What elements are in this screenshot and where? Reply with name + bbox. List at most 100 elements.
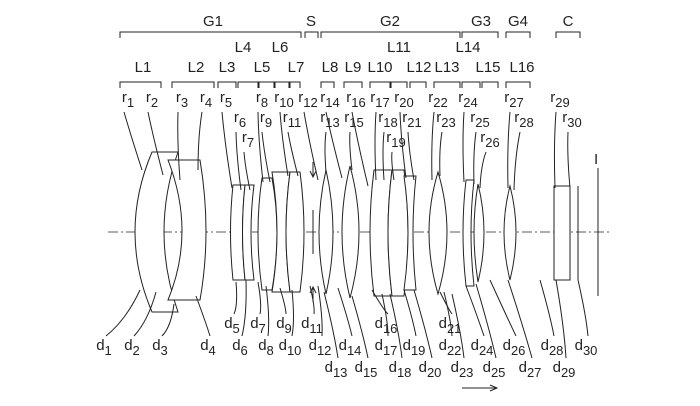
distance-leader-d28 [539, 279, 555, 337]
lens-elements [134, 151, 599, 313]
radius-leader-r8 [257, 111, 264, 183]
lens-label-l11: L11 [387, 39, 411, 56]
image-plane-label: I [594, 151, 598, 168]
distance-leader-d5 [233, 281, 238, 315]
radius-leader-r26 [479, 151, 487, 189]
radius-label-r15: r15 [344, 109, 363, 130]
lens-bracket-l7 [289, 81, 301, 88]
radius-leader-r20 [399, 111, 407, 179]
lens-bracket-l12 [409, 81, 427, 88]
distance-label-d10: d10 [279, 337, 302, 358]
radius-label-r17: r17 [370, 89, 389, 110]
distance-label-d30: d30 [575, 337, 598, 358]
distance-leader-d1 [105, 289, 141, 337]
radius-label-r5: r5 [220, 89, 232, 110]
distance-label-d16: d16 [375, 315, 398, 336]
lens-label-l8: L8 [322, 59, 339, 76]
group-label-c: C [563, 13, 574, 30]
lens-bracket-l5 [258, 81, 275, 88]
radius-label-r9: r9 [260, 109, 272, 130]
lens-label-l15: L15 [475, 59, 500, 76]
radius-leader-r11 [287, 131, 299, 177]
radius-label-r3: r3 [176, 89, 188, 110]
distance-label-d13: d13 [325, 359, 348, 380]
distance-leader-d10 [291, 289, 294, 337]
distance-leader-d11 [309, 285, 315, 315]
radius-label-r12: r12 [298, 89, 317, 110]
radius-label-r23: r23 [436, 109, 455, 130]
distance-leader-d12 [317, 285, 323, 337]
lens-bracket-l2 [171, 81, 215, 88]
radius-label-r20: r20 [394, 89, 413, 110]
movement-arrow-icon [462, 384, 499, 392]
radius-label-r11: r11 [283, 109, 302, 130]
radius-label-r28: r28 [514, 109, 533, 130]
distance-leader-d16 [371, 289, 389, 315]
distance-leader-d23 [451, 293, 465, 359]
distance-leader-d24 [465, 285, 485, 337]
distance-label-d2: d2 [124, 337, 140, 358]
radius-leader-r22 [431, 111, 435, 181]
radius-leader-r12 [303, 111, 319, 181]
radius-label-r25: r25 [470, 109, 489, 130]
lens-label-l14: L14 [455, 39, 480, 56]
radius-leader-r25 [473, 131, 477, 185]
radius-label-r4: r4 [200, 89, 212, 110]
lens-label-l4: L4 [235, 39, 252, 56]
group-bracket-s [304, 31, 319, 38]
radius-leader-r19 [391, 151, 395, 181]
distance-leader-d29 [555, 279, 567, 359]
group-bracket-c [555, 31, 581, 38]
radius-leader-r17 [374, 111, 377, 181]
lens-bracket-l9 [343, 81, 363, 88]
distance-leader-d3 [161, 303, 175, 337]
lens-bracket-l4 [237, 81, 259, 88]
radius-label-r6: r6 [234, 109, 246, 130]
distance-leader-d30 [577, 279, 589, 337]
radius-label-r30: r30 [562, 109, 581, 130]
distance-leader-d21 [439, 291, 453, 315]
lens-label-l16: L16 [509, 59, 534, 76]
radius-label-r22: r22 [428, 89, 447, 110]
radius-label-r8: r8 [256, 89, 268, 110]
lens-label-l6: L6 [272, 39, 289, 56]
lens-l13 [428, 170, 448, 296]
distance-leader-d22 [443, 291, 453, 337]
radius-leader-r1 [123, 111, 143, 171]
radius-label-r21: r21 [402, 109, 421, 130]
radius-leader-r14 [325, 111, 343, 179]
radius-leader-r2 [147, 111, 164, 176]
radius-leader-r10 [279, 111, 289, 177]
distance-leader-d18 [389, 293, 403, 359]
radius-leader-r13 [324, 131, 327, 173]
distance-leader-d13 [323, 291, 339, 359]
radius-leader-r15 [349, 131, 353, 171]
radius-leader-r30 [567, 131, 571, 189]
group-label-s: S [306, 13, 316, 30]
lens-label-l7: L7 [288, 59, 305, 76]
lens-l2 [167, 159, 207, 301]
radius-label-r29: r29 [550, 89, 569, 110]
stop-arrow-top-icon [309, 162, 317, 179]
lens-bracket-l10 [369, 81, 391, 88]
lens-label-l3: L3 [219, 59, 236, 76]
radius-leader-r23 [439, 131, 443, 177]
distance-label-d18: d18 [389, 359, 412, 380]
radius-leader-r9 [261, 131, 271, 183]
distance-label-d6: d6 [232, 337, 248, 358]
radius-label-r16: r16 [346, 89, 365, 110]
lens-bracket-l1 [119, 81, 162, 88]
group-label-g3: G3 [471, 13, 491, 30]
radius-label-r14: r14 [320, 89, 339, 110]
distance-leader-d26 [489, 279, 517, 337]
lens-bracket-l16 [505, 81, 531, 88]
lens-l7 [285, 171, 305, 293]
distance-label-d4: d4 [200, 337, 216, 358]
lens-bracket-l14 [461, 81, 481, 88]
lens-l14 [462, 179, 475, 287]
radius-leader-r21 [407, 131, 415, 181]
distance-label-d1: d1 [96, 337, 112, 358]
radius-label-r10: r10 [274, 89, 293, 110]
distance-label-d19: d19 [403, 337, 426, 358]
lens-label-l2: L2 [188, 59, 205, 76]
